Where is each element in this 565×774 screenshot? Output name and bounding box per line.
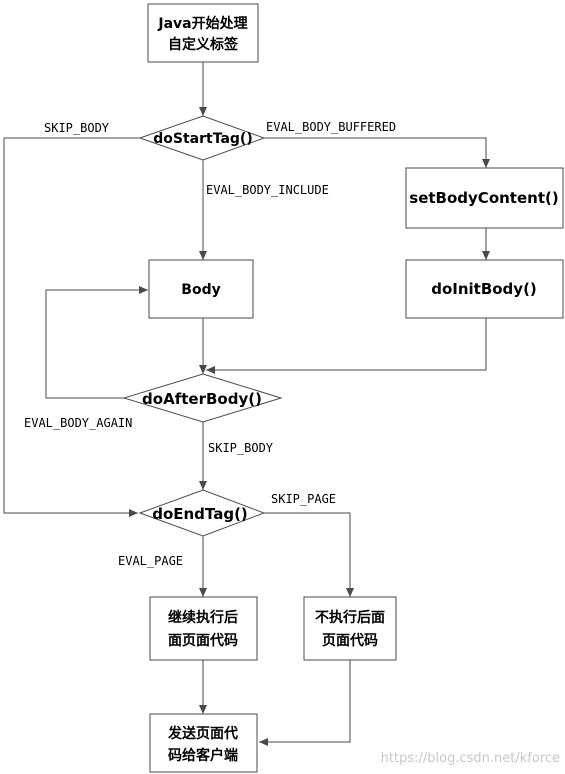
edge-labels: SKIP_BODY EVAL_BODY_BUFFERED EVAL_BODY_I… bbox=[24, 120, 396, 568]
body-label: Body bbox=[181, 282, 220, 298]
send-line-2: 码给客户端 bbox=[168, 747, 238, 764]
setbodycontent-box bbox=[405, 167, 564, 229]
setbodycontent-label: setBodyContent() bbox=[409, 189, 558, 207]
doafterbody-label: doAfterBody() bbox=[142, 390, 262, 408]
dostarttag-label: doStartTag() bbox=[153, 131, 252, 147]
body-box bbox=[148, 259, 254, 319]
watermark-text: https://blog.csdn.net/kforce bbox=[381, 751, 560, 766]
dostarttag-diamond bbox=[138, 115, 266, 161]
node-do-end-tag: doEndTag() bbox=[138, 489, 266, 537]
doinitbody-label: doInitBody() bbox=[431, 280, 537, 298]
start-line-1: Java开始处理 bbox=[157, 15, 247, 32]
doafterbody-diamond bbox=[122, 373, 283, 423]
label-skip-body-left: SKIP_BODY bbox=[44, 121, 110, 135]
skippage-line-1: 不执行后面 bbox=[315, 609, 385, 626]
edge-skippage-to-skipbox bbox=[264, 512, 354, 597]
edge-buffered-to-setbodycontent bbox=[264, 137, 490, 168]
start-line-2: 自定义标签 bbox=[168, 36, 239, 53]
node-set-body-content: setBodyContent() bbox=[405, 167, 564, 229]
continue-box bbox=[149, 596, 258, 661]
send-box bbox=[149, 713, 258, 773]
doendtag-label: doEndTag() bbox=[152, 505, 248, 523]
doinitbody-box bbox=[405, 259, 564, 319]
node-skip-page: 不执行后面 页面代码 bbox=[303, 596, 397, 661]
skippage-box bbox=[303, 596, 397, 661]
label-eval-body-buffered: EVAL_BODY_BUFFERED bbox=[266, 120, 396, 134]
start-box bbox=[147, 3, 259, 63]
edges bbox=[3, 62, 490, 746]
node-do-start-tag: doStartTag() bbox=[138, 115, 266, 161]
edge-again-to-body bbox=[45, 286, 148, 399]
edge-doinitbody-to-doafterbody bbox=[206, 318, 487, 374]
label-eval-page: EVAL_PAGE bbox=[118, 554, 183, 568]
edge-skipbody-to-doendtag bbox=[3, 137, 140, 517]
edge-skipbox-to-send bbox=[259, 660, 351, 746]
node-do-init-body: doInitBody() bbox=[405, 259, 564, 319]
doendtag-diamond bbox=[138, 489, 266, 537]
skippage-line-2: 页面代码 bbox=[322, 632, 378, 649]
node-send-to-client: 发送页面代 码给客户端 bbox=[149, 713, 258, 773]
label-eval-body-include: EVAL_BODY_INCLUDE bbox=[206, 183, 329, 197]
node-continue-page: 继续执行后 面页面代码 bbox=[149, 596, 258, 661]
node-body: Body bbox=[148, 259, 254, 319]
label-skip-page: SKIP_PAGE bbox=[271, 492, 336, 506]
node-start: Java开始处理 自定义标签 bbox=[147, 3, 259, 63]
label-skip-body-down: SKIP_BODY bbox=[208, 441, 274, 455]
continue-line-2: 面页面代码 bbox=[168, 632, 238, 649]
label-eval-body-again: EVAL_BODY_AGAIN bbox=[24, 416, 132, 430]
send-line-1: 发送页面代 bbox=[167, 725, 238, 742]
continue-line-1: 继续执行后 bbox=[168, 609, 238, 626]
node-do-after-body: doAfterBody() bbox=[122, 373, 283, 423]
